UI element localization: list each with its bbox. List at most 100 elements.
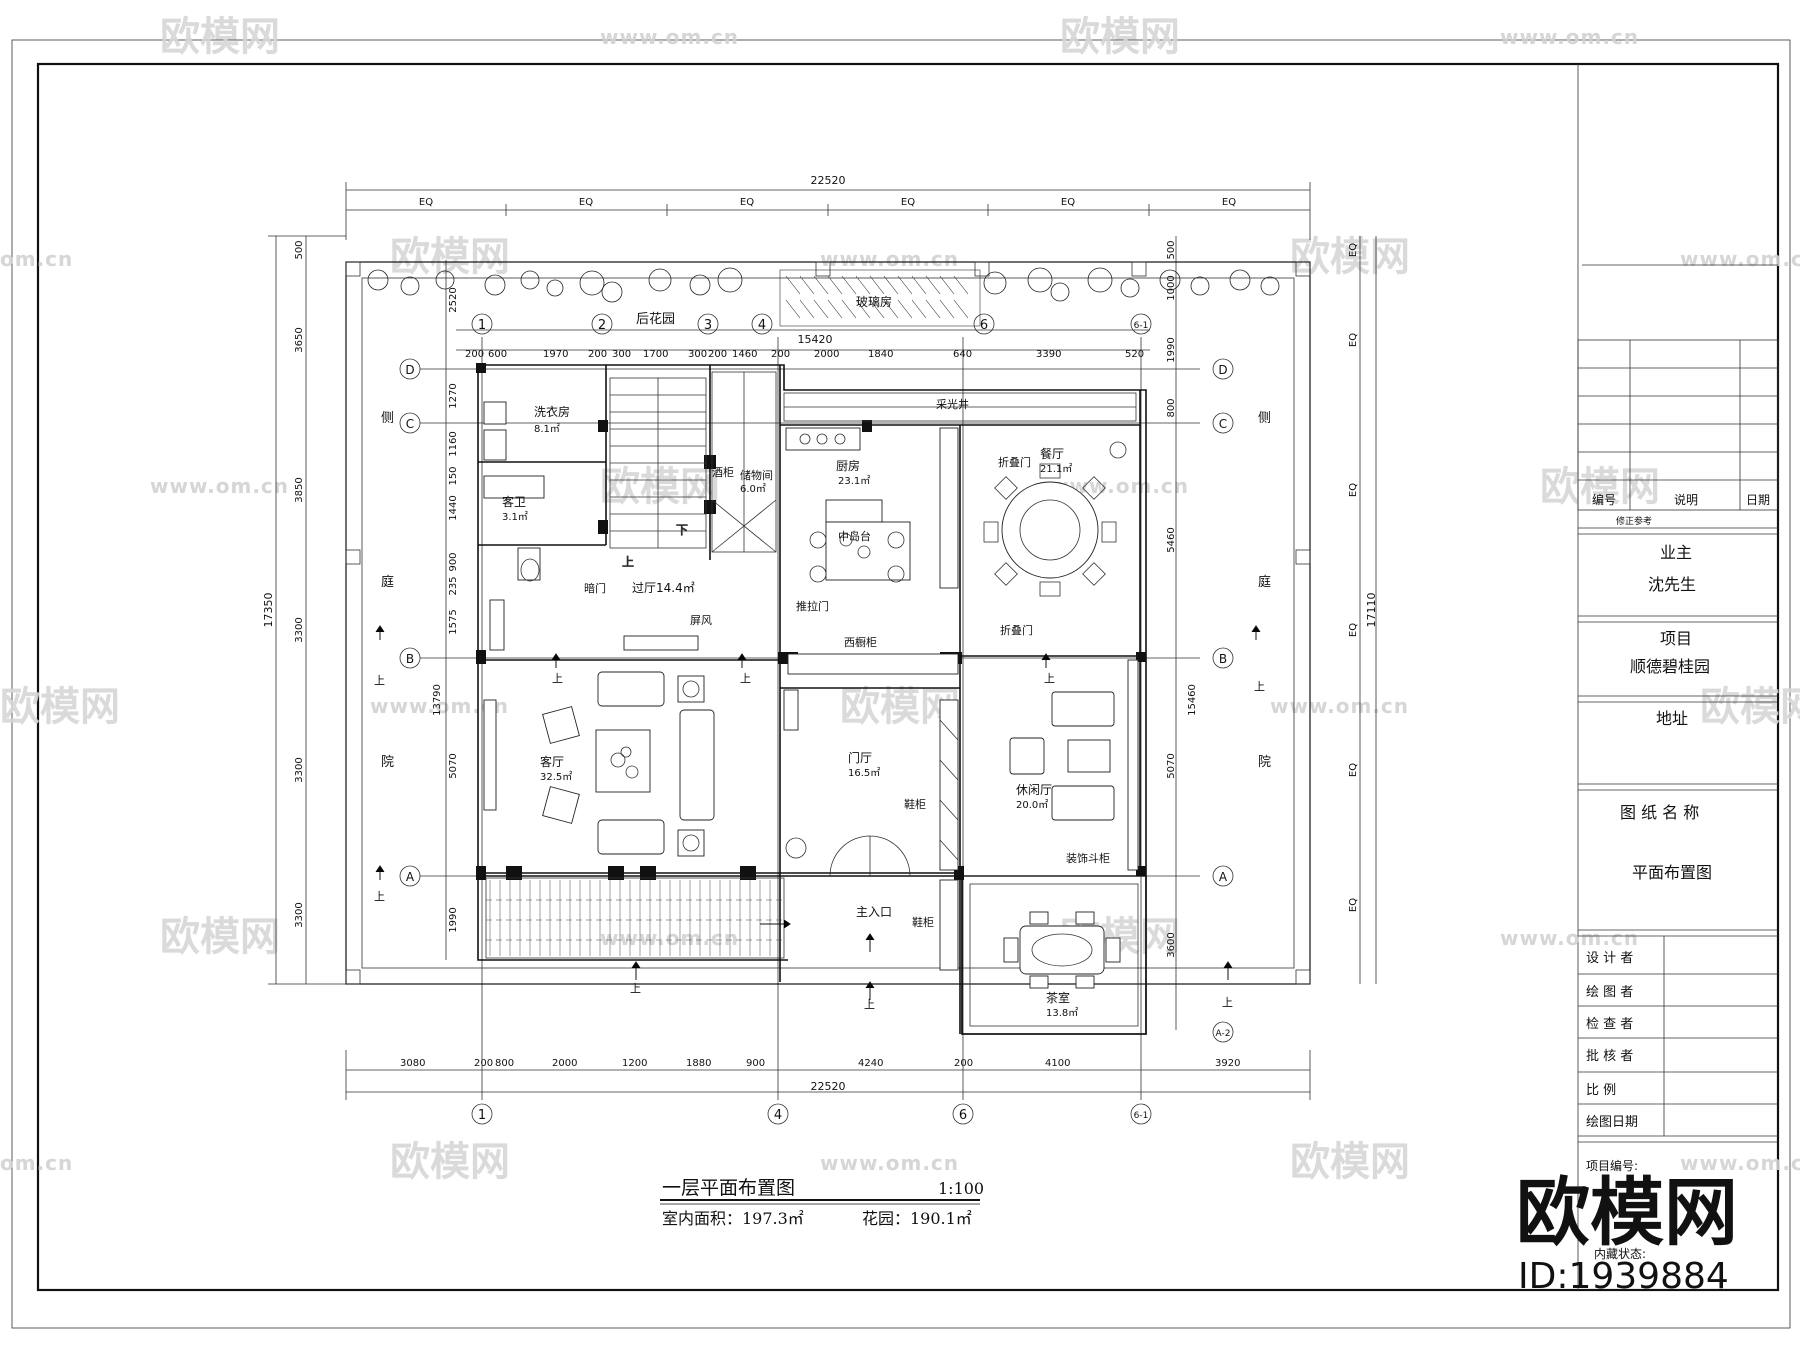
svg-text:6.0㎡: 6.0㎡ (740, 483, 766, 495)
watermark-id: ID:1939884 (1518, 1256, 1729, 1297)
svg-text:门厅: 门厅 (848, 750, 872, 765)
dining-table (983, 441, 1127, 597)
plan-garden-area: 花园：190.1㎡ (862, 1209, 972, 1228)
tea-room-table (1003, 911, 1121, 989)
tb-revision-date: 日期 (1746, 493, 1770, 507)
svg-text:采光井: 采光井 (936, 397, 969, 411)
svg-text:休闲厅: 休闲厅 (1016, 783, 1052, 797)
dim-right-inner-total: 15460 (1187, 684, 1198, 716)
dim: 300 (688, 349, 707, 360)
shrub-icon (367, 267, 1280, 303)
tb-drawing-name: 平面布置图 (1632, 863, 1712, 882)
dim: 3650 (294, 327, 305, 352)
dim: 1460 (732, 349, 757, 360)
watermark-logo: 欧模网 (160, 914, 280, 960)
lounge-furniture (1009, 659, 1139, 871)
svg-text:4: 4 (758, 318, 766, 333)
dim: 3390 (1036, 349, 1061, 360)
dim: 800 (495, 1058, 514, 1069)
watermark-url: www.om.cn (1680, 1151, 1800, 1175)
watermark-url: www.om.cn (150, 474, 289, 498)
dim: 1000 (1166, 275, 1177, 300)
dim: 200 (588, 349, 607, 360)
axis-bubbles-left: D C B A (399, 358, 421, 887)
watermark-logo: 欧模网 (1290, 1139, 1410, 1185)
drawing-border (36, 62, 1780, 1292)
dim: 1970 (543, 349, 568, 360)
svg-text:D: D (405, 363, 414, 377)
tb-date-label: 绘图日期 (1586, 1115, 1638, 1130)
dim: 1270 (448, 383, 459, 408)
plan-title: 一层平面布置图 (662, 1177, 795, 1199)
svg-text:21.1㎡: 21.1㎡ (1040, 463, 1072, 475)
stair-down-label: 下 (676, 523, 688, 537)
dim-top-inner-total: 15420 (798, 333, 833, 346)
svg-text:16.5㎡: 16.5㎡ (848, 767, 880, 779)
kitchen-furniture (785, 427, 959, 675)
dim: 1880 (686, 1058, 711, 1069)
svg-text:中岛台: 中岛台 (838, 529, 871, 543)
dim-eq: EQ (901, 197, 915, 208)
svg-text:6: 6 (959, 1108, 967, 1123)
dim-eq: EQ (1348, 898, 1359, 912)
dim: 3300 (294, 757, 305, 782)
watermark-logo: 欧模网 (390, 1139, 510, 1185)
stair-up-label: 上 (622, 555, 634, 569)
svg-text:暗门: 暗门 (584, 581, 606, 595)
dim: 3300 (294, 617, 305, 642)
svg-text:上: 上 (630, 982, 641, 995)
svg-text:院: 院 (381, 755, 394, 770)
dim: 1990 (448, 907, 459, 932)
dim: 1990 (1166, 337, 1177, 362)
tb-revision-no: 编号 (1592, 492, 1616, 507)
room-labels: 洗衣房 8.1㎡ 客卫 3.1㎡ 储物间 6.0㎡ 厨房 23.1㎡ 中岛台 餐… (502, 397, 1078, 1019)
svg-text:B: B (1219, 652, 1227, 666)
watermark-logo: 欧模网 (160, 14, 280, 60)
svg-text:鞋柜: 鞋柜 (904, 797, 926, 811)
dim-left-inner-total: 13790 (432, 684, 443, 716)
svg-text:推拉门: 推拉门 (796, 599, 829, 613)
dim: 900 (448, 552, 459, 571)
dim: 4100 (1045, 1058, 1070, 1069)
dim-eq: EQ (1222, 197, 1236, 208)
svg-text:上: 上 (1254, 680, 1265, 693)
svg-text:8.1㎡: 8.1㎡ (534, 423, 560, 435)
plan-indoor-area: 室内面积：197.3㎡ (662, 1209, 804, 1228)
storage-cabinet (711, 371, 777, 553)
tb-owner: 沈先生 (1648, 575, 1696, 594)
watermark-logo: 欧模网 (390, 234, 510, 280)
outer-frame (11, 39, 1791, 1329)
dim: 200 (474, 1058, 493, 1069)
tb-approver: 批 核 者 (1586, 1049, 1633, 1064)
svg-text:A: A (1219, 870, 1228, 884)
dim-overall-width-bottom: 22520 (811, 1080, 846, 1093)
svg-text:上: 上 (374, 674, 385, 687)
watermark-logo: 欧模网 (1540, 464, 1660, 510)
svg-text:过厅14.4㎡: 过厅14.4㎡ (632, 581, 695, 595)
dim: 520 (1125, 349, 1144, 360)
left-dimension-chain: 17350 500 3650 3850 3300 3300 3300 (262, 235, 346, 985)
dim: 300 (612, 349, 631, 360)
bottom-dimension-chain: 3080 200 800 2000 1200 1880 900 4240 200… (345, 1050, 1311, 1100)
axis-bubbles-top: 1 2 3 4 6 6-1 (471, 313, 1152, 335)
plan-scale: 1:100 (938, 1179, 984, 1198)
dim: 800 (1166, 398, 1177, 417)
side-yard-right: 侧 庭 院 (1258, 411, 1271, 770)
svg-text:院: 院 (1258, 755, 1271, 770)
svg-text:上: 上 (552, 672, 563, 685)
dim: 235 (448, 576, 459, 595)
dim-eq: EQ (419, 197, 433, 208)
watermark-corner: 欧模网 ID:1939884 (1516, 1170, 1738, 1297)
tb-owner-label: 业主 (1660, 543, 1692, 562)
svg-text:C: C (406, 417, 414, 431)
watermark-url: www.om.cn (1500, 25, 1639, 49)
watermark-logo: 欧模网 (0, 684, 120, 730)
glass-room-label: 玻璃房 (856, 294, 892, 309)
dim: 500 (294, 240, 305, 259)
dim-eq: EQ (1348, 483, 1359, 497)
watermark-url: www.om.cn (820, 247, 959, 271)
plan-title-block: 一层平面布置图 1:100 室内面积：197.3㎡ 花园：190.1㎡ (660, 1177, 984, 1228)
svg-text:鞋柜: 鞋柜 (912, 915, 934, 929)
dim: 200 (954, 1058, 973, 1069)
dim-eq: EQ (1061, 197, 1075, 208)
